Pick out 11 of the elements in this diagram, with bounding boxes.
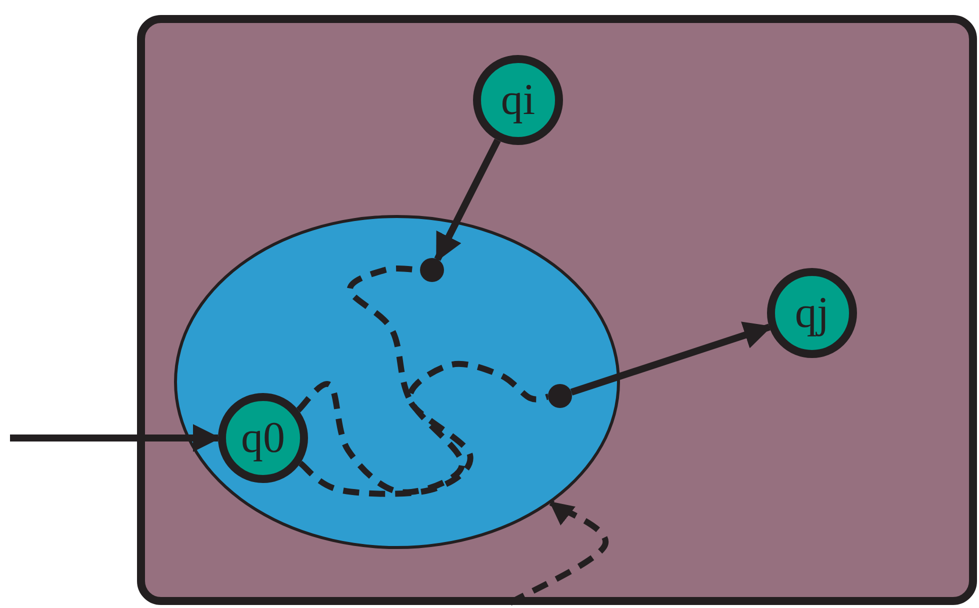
junction-dot (548, 384, 572, 408)
state-label: qi (500, 78, 536, 122)
arrow (570, 322, 772, 396)
junction-dot (420, 258, 444, 282)
state-label: q0 (241, 416, 285, 460)
arrow (434, 138, 501, 262)
arrow (10, 424, 221, 452)
dashed-line (296, 266, 465, 496)
region-box (137, 15, 977, 605)
dashed-arrow (508, 500, 609, 606)
state-label: qj (794, 291, 830, 335)
